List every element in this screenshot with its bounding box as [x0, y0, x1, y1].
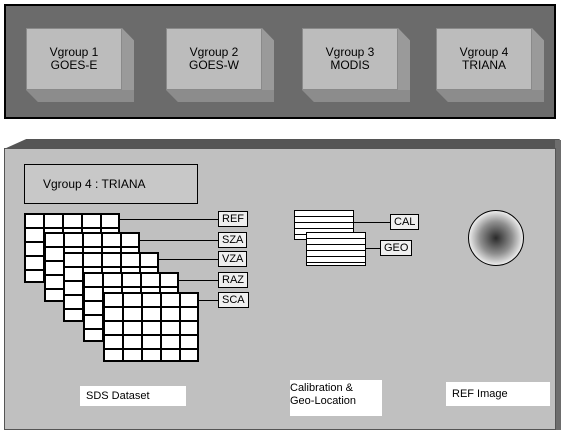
- ref-image-caption: REF Image: [446, 382, 550, 406]
- ref-image-circle: [468, 210, 524, 266]
- vgroup-2-source: GOES-W: [189, 58, 239, 72]
- vgroup-4-source: TRIANA: [461, 58, 506, 72]
- sds-tag-vza: VZA: [218, 251, 248, 267]
- vgroup-panel: Vgroup 1 GOES-E Vgroup 2 GOES-W Vgroup 3…: [4, 4, 556, 119]
- vgroup-4-box: Vgroup 4 TRIANA: [436, 28, 544, 102]
- vgroup-1-name: Vgroup 1: [49, 45, 99, 59]
- sds-tag-ref: REF: [218, 211, 248, 227]
- vgroup-2-box: Vgroup 2 GOES-W: [166, 28, 274, 102]
- sds-tag-raz: RAZ: [218, 272, 248, 288]
- vgroup-3-name: Vgroup 3: [325, 45, 375, 59]
- vgroup-2-name: Vgroup 2: [189, 45, 239, 59]
- detail-panel-side-edge: [555, 140, 561, 430]
- geo-tag: GEO: [380, 240, 413, 256]
- sds-tag-sza: SZA: [218, 232, 248, 248]
- vgroup-3-box: Vgroup 3 MODIS: [302, 28, 410, 102]
- sds-tag-sca: SCA: [218, 292, 249, 308]
- detail-title: Vgroup 4 : TRIANA: [24, 164, 198, 204]
- vgroup-4-name: Vgroup 4: [459, 45, 509, 59]
- geo-table: [306, 232, 366, 266]
- vgroup-3-source: MODIS: [330, 58, 370, 72]
- vgroup-1-box: Vgroup 1 GOES-E: [26, 28, 134, 102]
- cal-tag: CAL: [390, 214, 420, 230]
- sds-grid-sca: [103, 292, 199, 362]
- detail-panel-top-edge: [4, 139, 560, 149]
- calibration-caption: Calibration & Geo-Location: [290, 380, 382, 416]
- vgroup-1-source: GOES-E: [50, 58, 98, 72]
- sds-caption: SDS Dataset: [80, 386, 186, 406]
